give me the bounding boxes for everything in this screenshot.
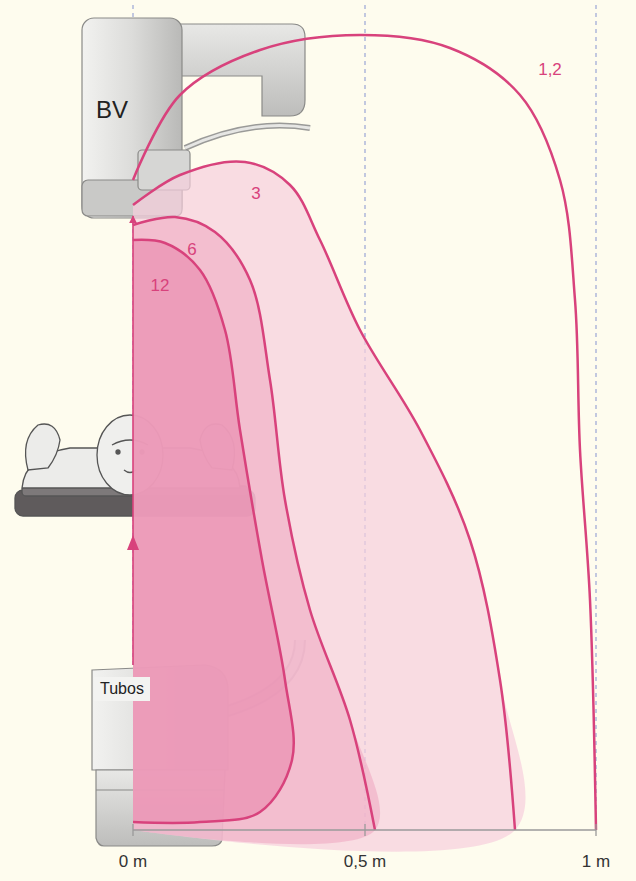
distance-label: 0 m	[119, 852, 147, 872]
dose-value: 12	[151, 276, 170, 296]
distance-label: 1 m	[582, 852, 610, 872]
isodose-curve	[133, 217, 375, 830]
distance-label: 0,5 m	[344, 852, 387, 872]
isodose-fill	[133, 240, 294, 823]
dose-value: 6	[187, 240, 196, 260]
isodose-fill	[133, 161, 526, 851]
dose-value: 3	[251, 184, 260, 204]
distance-axis	[133, 824, 596, 836]
isodose-regions	[133, 35, 615, 858]
x-ray-tube-box: Tubos	[88, 665, 228, 846]
beam-arrow	[132, 216, 134, 665]
part-label: BV	[96, 96, 128, 124]
isodose-curve	[133, 240, 294, 823]
beam-arrow	[127, 535, 139, 550]
isodose-curve	[133, 161, 515, 830]
image-intensifier-box: BV	[80, 20, 185, 216]
part-label: Tubos	[94, 677, 150, 701]
isodose-fill	[133, 217, 380, 844]
isodose-fill	[133, 35, 615, 858]
dose-value: 1,2	[538, 60, 562, 80]
isodose-curve	[133, 35, 596, 830]
